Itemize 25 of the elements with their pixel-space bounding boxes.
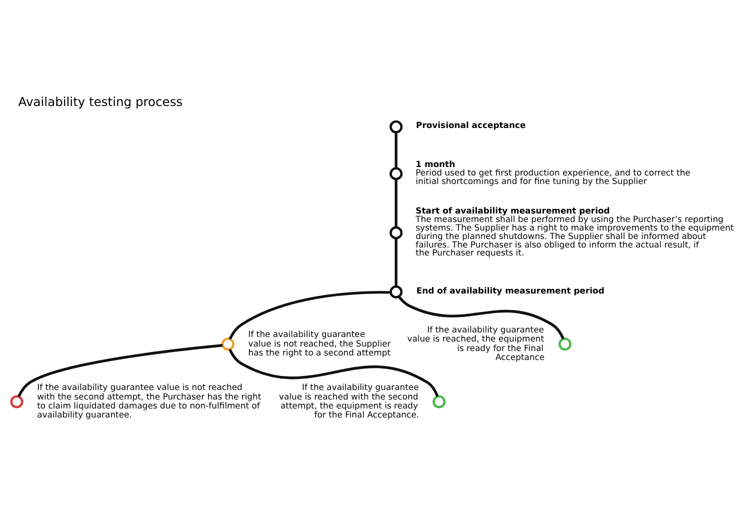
- diagram-title: Availability testing process: [18, 94, 183, 108]
- node-circle: [221, 337, 234, 350]
- node-label: If the availability guarantee value is not reached with the second attempt, the Purchaser has the right to claim liquidated damages due to non-fulfilment of availability guarantee.: [37, 382, 262, 420]
- connector: [394, 178, 398, 227]
- node-circle: [390, 284, 403, 298]
- node-circle: [558, 337, 572, 350]
- node-circle: [10, 394, 24, 408]
- node-circle: [390, 120, 403, 133]
- node-label: 1 month: [416, 158, 456, 169]
- node-label: If the availability guarantee value is reached, the equipment is ready for the Final Acceptance: [407, 324, 545, 362]
- node-label: If the availability guarantee value is not reached, the Supplier has the right to a second attempt: [248, 328, 391, 358]
- node-circle: [432, 394, 446, 408]
- node-label: If the availability guarantee value is reached with the second attempt, the equipment is ready for the Final Acceptance.: [278, 382, 420, 420]
- connector: [394, 238, 398, 286]
- connector: [398, 295, 565, 339]
- node-circle: [390, 226, 403, 239]
- node-label: Start of availability measurement period: [416, 204, 610, 215]
- connector: [228, 290, 390, 340]
- connector: [394, 132, 398, 168]
- node-circle: [390, 166, 403, 180]
- node-label: Provisional acceptance: [416, 120, 526, 130]
- connector: [228, 348, 439, 396]
- node-label: Period used to get first production experience, and to correct the initial shortcomings and for fine tuning by the Supplier: [416, 166, 690, 186]
- connector: [17, 344, 223, 397]
- node-label: End of availability measurement period: [416, 284, 604, 295]
